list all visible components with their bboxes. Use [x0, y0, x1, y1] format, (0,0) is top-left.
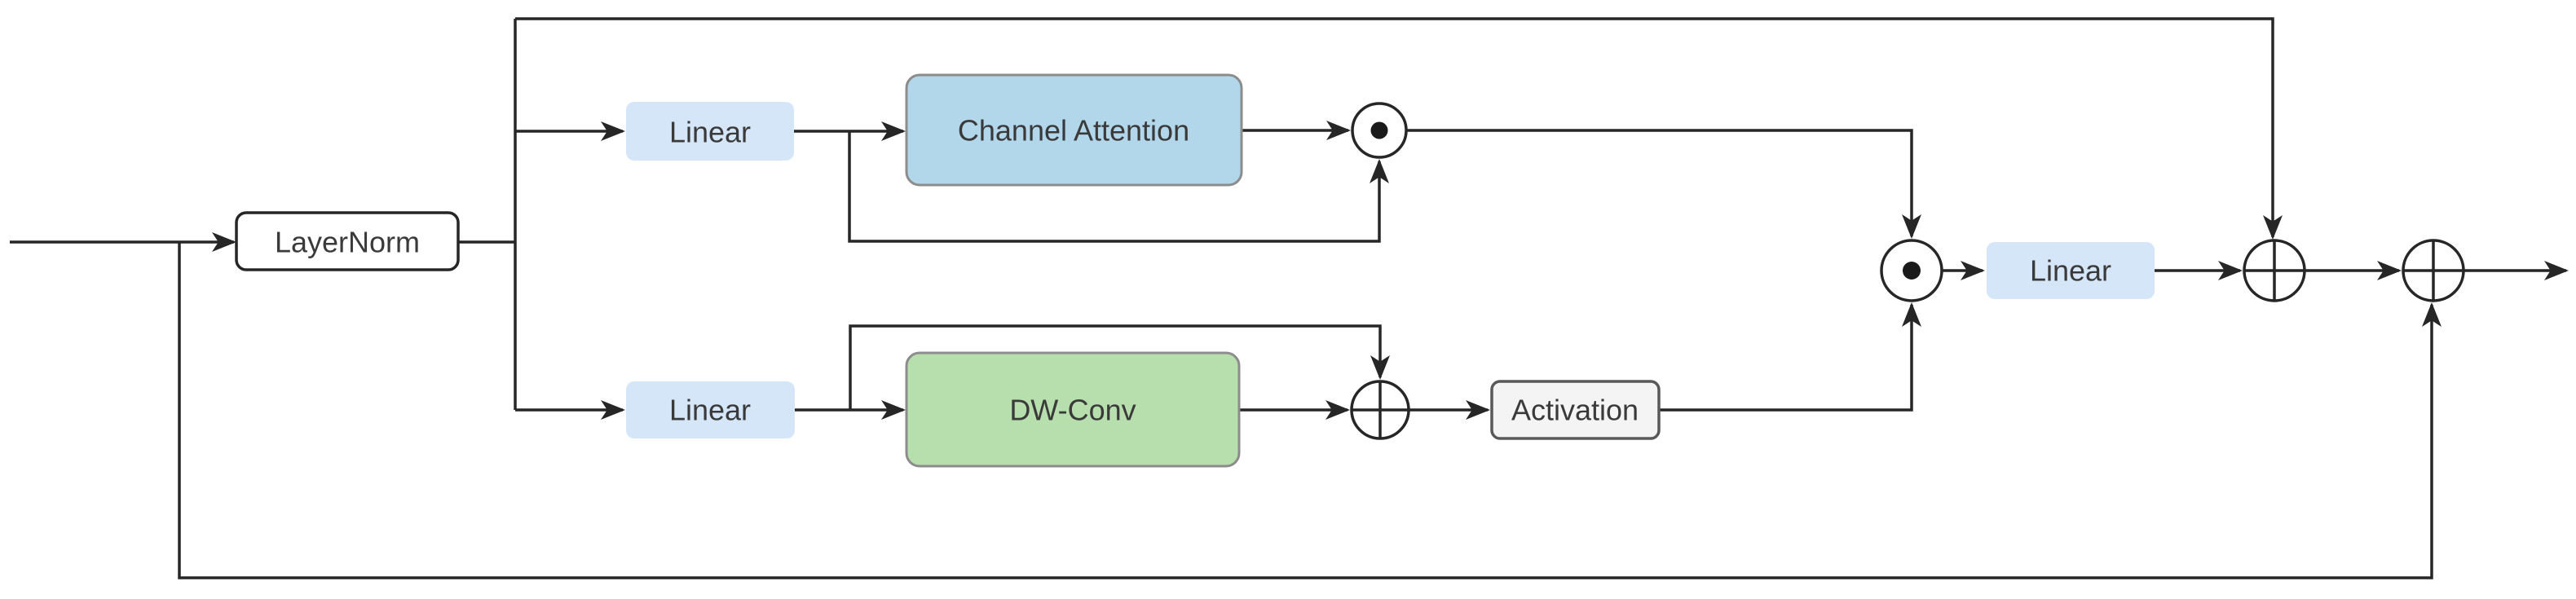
node-linear-top: Linear [626, 102, 794, 161]
edge-activation-to-merge [1659, 302, 1921, 412]
edge-bottom-skip [178, 242, 2441, 579]
layernorm-label: LayerNorm [275, 226, 420, 259]
linear-bottom-label: Linear [669, 394, 751, 427]
activation-label: Activation [1511, 394, 1639, 427]
op-add-skip-outer-icon [2402, 239, 2465, 302]
linear-top-box [626, 102, 794, 161]
node-linear-out: Linear [1987, 242, 2155, 299]
node-layernorm: LayerNorm [235, 211, 460, 271]
node-channel-attention: Channel Attention [905, 73, 1243, 187]
linear-out-box [1987, 242, 2155, 299]
linear-top-label: Linear [669, 116, 751, 149]
node-activation: Activation [1490, 380, 1661, 440]
channel-attention-label: Channel Attention [958, 114, 1189, 148]
linear-out-label: Linear [2030, 254, 2111, 288]
edge-attention-gate-tap [848, 131, 1389, 243]
activation-box [1490, 380, 1661, 440]
channel-attention-box [905, 73, 1243, 187]
op-multiply-merge-icon [1880, 239, 1943, 302]
op-add-skip-inner-icon [2243, 239, 2306, 302]
op-multiply-attention-icon [1351, 102, 1408, 159]
node-dw-conv: DW-Conv [905, 351, 1241, 468]
edges [10, 17, 2569, 579]
edge-dw-residual-tap [849, 324, 1390, 410]
dw-conv-label: DW-Conv [1009, 394, 1136, 427]
dw-conv-box [905, 351, 1241, 468]
node-linear-bottom: Linear [626, 381, 795, 438]
edge-multiply-to-merge [1406, 129, 1921, 239]
edge-top-skip [515, 17, 2283, 240]
linear-bottom-box [626, 381, 795, 438]
op-add-dwconv-icon [1350, 380, 1410, 440]
layernorm-box [235, 211, 460, 271]
